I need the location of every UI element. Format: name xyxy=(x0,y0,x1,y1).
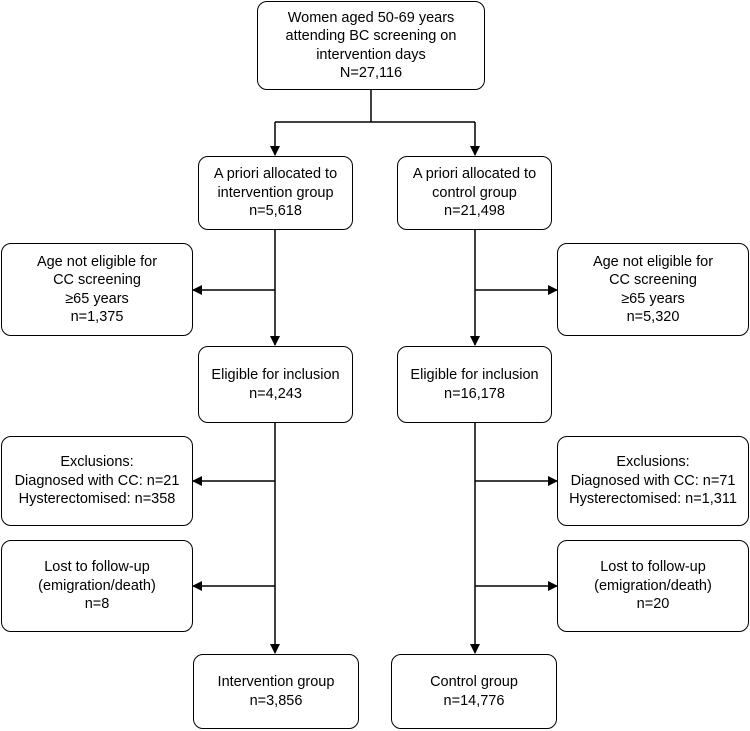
box-line: Control group xyxy=(430,674,518,690)
box-line: n=20 xyxy=(636,596,670,613)
box-line: n=16,178 xyxy=(444,385,505,402)
box-line: Diagnosed with CC: n=21 xyxy=(14,472,180,489)
box-line: Hysterectomised: n=358 xyxy=(18,491,176,508)
box-intervention-final: Intervention group n=3,856 xyxy=(193,654,359,729)
box-line: CC screening xyxy=(53,272,141,288)
box-line: attending BC screening on xyxy=(285,28,457,44)
box-line: A priori allocated to xyxy=(213,166,338,183)
box-line: n=21,498 xyxy=(444,203,505,220)
box-line: N=27,116 xyxy=(339,65,403,81)
box-line: n=8 xyxy=(84,596,110,613)
box-line: (emigration/death) xyxy=(594,577,712,594)
box-control-final: Control group n=14,776 xyxy=(391,654,557,729)
box-intervention-allocation: A priori allocated to intervention group… xyxy=(198,156,353,230)
box-line: Exclusions: xyxy=(616,454,690,471)
box-line: ≥65 years xyxy=(621,290,685,307)
box-control-lost-to-follow-up: Lost to follow-up (emigration/death) n=2… xyxy=(557,540,749,632)
box-line: Eligible for inclusion xyxy=(410,367,539,383)
box-control-age-ineligible: Age not eligible for CC screening ≥65 ye… xyxy=(557,243,749,336)
box-line: intervention days xyxy=(316,46,426,63)
box-line: Exclusions: xyxy=(60,454,134,471)
box-line: Lost to follow-up xyxy=(44,559,150,576)
box-intervention-lost-to-follow-up: Lost to follow-up (emigration/death) n=8 xyxy=(1,540,193,632)
box-line: Lost to follow-up xyxy=(600,559,706,576)
box-control-eligible: Eligible for inclusion n=16,178 xyxy=(397,346,552,423)
box-intervention-age-ineligible: Age not eligible for CC screening ≥65 ye… xyxy=(1,243,193,336)
box-intervention-exclusions: Exclusions: Diagnosed with CC: n=21 Hyst… xyxy=(1,436,193,526)
box-line: Hysterectomised: n=1,311 xyxy=(569,491,737,508)
box-control-allocation: A priori allocated to control group n=21… xyxy=(397,156,552,230)
box-intervention-eligible: Eligible for inclusion n=4,243 xyxy=(198,346,353,423)
box-line: A priori allocated to xyxy=(412,166,537,183)
box-line: CC screening xyxy=(609,272,697,288)
box-line: n=4,243 xyxy=(249,385,302,402)
box-line: n=5,320 xyxy=(626,309,680,325)
box-line: ≥65 years xyxy=(65,290,129,307)
box-line: Intervention group xyxy=(217,674,335,690)
box-line: Women aged 50-69 years xyxy=(287,9,455,26)
box-line: n=14,776 xyxy=(443,692,505,709)
box-line: n=5,618 xyxy=(249,203,302,220)
box-line: Age not eligible for xyxy=(592,253,714,270)
box-control-exclusions: Exclusions: Diagnosed with CC: n=71 Hyst… xyxy=(557,436,749,526)
box-line: control group xyxy=(432,184,517,201)
box-line: (emigration/death) xyxy=(38,577,156,594)
box-line: n=3,856 xyxy=(249,692,303,709)
box-line: Eligible for inclusion xyxy=(211,367,340,383)
box-total-population: Women aged 50-69 years attending BC scre… xyxy=(257,1,485,90)
box-line: intervention group xyxy=(217,184,334,201)
box-line: Age not eligible for xyxy=(36,253,158,270)
box-line: Diagnosed with CC: n=71 xyxy=(570,472,736,489)
box-line: n=1,375 xyxy=(70,309,124,325)
